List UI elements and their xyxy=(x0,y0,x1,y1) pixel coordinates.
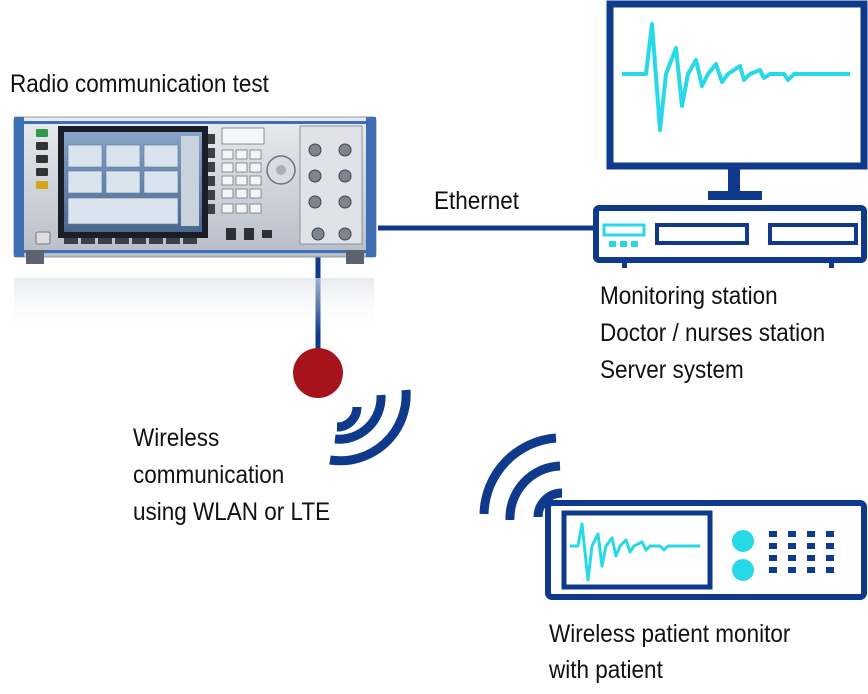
wireless-label-line-2: communication xyxy=(133,461,285,489)
tester-keypad xyxy=(221,127,265,214)
wireless-label-line-1: Wireless xyxy=(133,424,220,452)
station-label-line-1: Monitoring station xyxy=(600,282,778,310)
radio-tester-device xyxy=(13,116,377,333)
patient-monitor-icon xyxy=(545,500,867,600)
tester-rf-panel xyxy=(299,125,363,245)
antenna-ball-icon xyxy=(293,348,343,398)
wireless-signal-waves-icon xyxy=(329,389,411,466)
workstation-box-icon xyxy=(593,205,867,268)
tester-rf-connectors xyxy=(308,143,352,241)
wireless-label-line-3: using WLAN or LTE xyxy=(133,498,331,526)
desktop-monitor-icon xyxy=(606,0,868,200)
patient-label-line-1: Wireless patient monitor xyxy=(549,620,791,648)
ethernet-label: Ethernet xyxy=(434,187,520,215)
tester-side-buttons xyxy=(35,129,51,245)
tester-title-label: Radio communication test xyxy=(10,70,269,98)
tester-softkeys xyxy=(64,134,215,244)
patient-label-line-2: with patient xyxy=(549,656,663,684)
station-label-line-3: Server system xyxy=(600,356,744,384)
patient-wireless-waves xyxy=(479,433,563,521)
tester-screen-panels xyxy=(67,144,179,225)
station-label-line-2: Doctor / nurses station xyxy=(600,319,826,347)
